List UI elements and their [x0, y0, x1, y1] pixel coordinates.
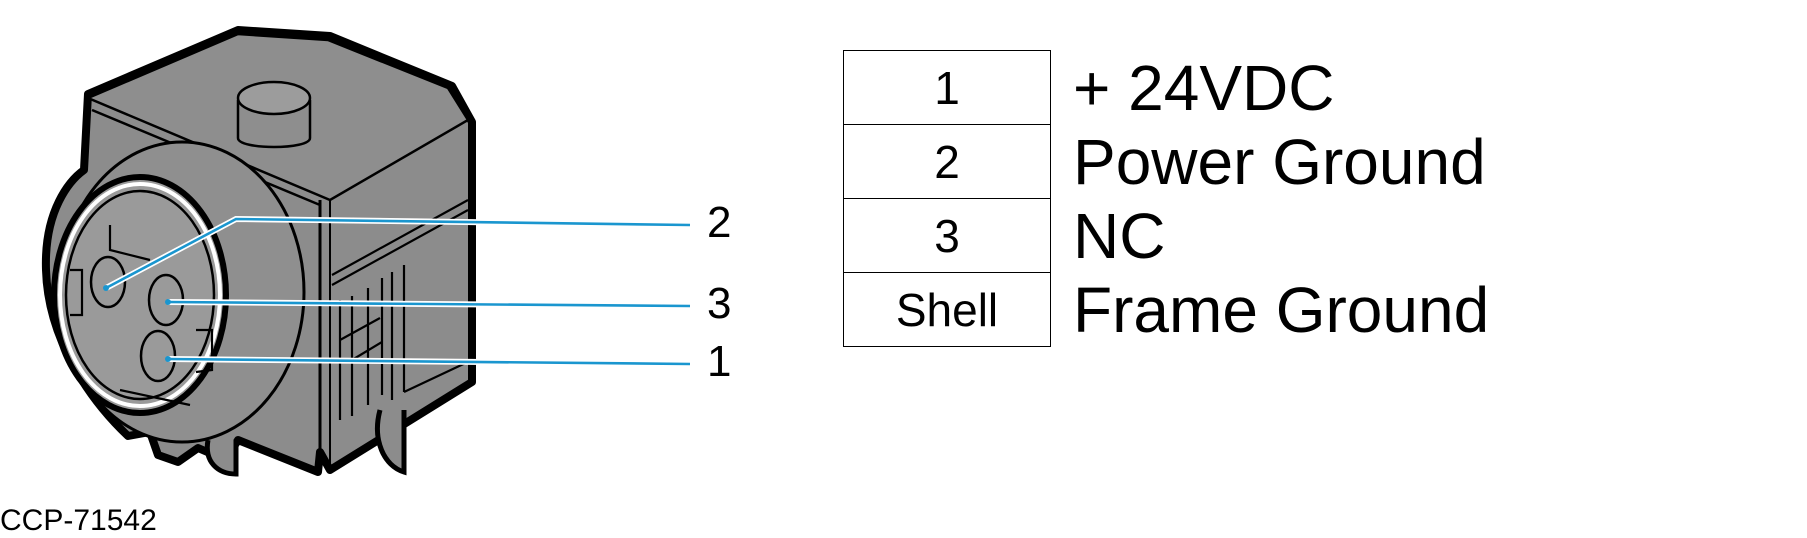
pin-socket-1 — [139, 329, 177, 383]
pin-signal-label: Power Ground — [1073, 125, 1486, 198]
connector-leg-left — [204, 439, 239, 477]
pinout-row: Shell Frame Ground — [843, 272, 1490, 347]
callout-label-pin-1: 1 — [707, 337, 731, 386]
pin-number-cell: Shell — [843, 272, 1051, 347]
connector-leg-right — [375, 409, 407, 476]
pinout-row: 2 Power Ground — [843, 124, 1490, 199]
pin-number-cell: 1 — [843, 50, 1051, 125]
callout-label-pin-2: 2 — [707, 198, 731, 247]
callout-leaders — [103, 215, 691, 367]
pin-number-cell: 2 — [843, 124, 1051, 199]
callout-label-pin-3: 3 — [707, 279, 731, 328]
pin-number-cell: 3 — [843, 198, 1051, 273]
connector-key-notches — [70, 225, 214, 407]
pin-signal-label: + 24VDC — [1073, 51, 1335, 124]
pin-socket-2 — [89, 255, 127, 309]
pinout-table: 1 + 24VDC 2 Power Ground 3 NC Shell Fram… — [843, 50, 1490, 347]
pin-signal-label: Frame Ground — [1073, 273, 1490, 346]
pinout-row: 3 NC — [843, 198, 1490, 273]
pin-signal-label: NC — [1073, 199, 1166, 272]
figure-id-label: CCP-71542 — [0, 504, 157, 537]
power-connector-illustration — [41, 26, 476, 477]
pinout-row: 1 + 24VDC — [843, 50, 1490, 125]
